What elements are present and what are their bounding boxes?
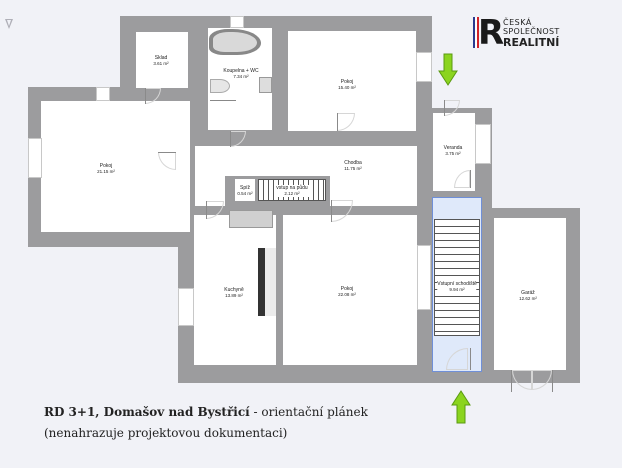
- window: [28, 138, 42, 178]
- entrance-arrow-down-icon: [438, 53, 458, 87]
- room-spiz: [235, 179, 255, 201]
- property-title: RD 3+1, Domašov nad Bystřicí: [44, 405, 250, 419]
- stairs-entrance: [434, 219, 480, 336]
- window: [96, 87, 110, 101]
- garage-door: [512, 370, 532, 390]
- toilet-icon: [210, 79, 230, 93]
- logo-r-icon: R: [478, 13, 505, 53]
- logo-line1: ČESKÁ: [503, 18, 532, 27]
- kitchen-counter-top: [229, 210, 273, 228]
- window: [475, 124, 491, 164]
- logo-line2: SPOLEČNOST: [503, 27, 560, 36]
- room-garaz: [494, 218, 566, 370]
- room-sklad: [136, 32, 188, 88]
- logo-stripes: [473, 17, 479, 48]
- plan-caption-line2: (nenahrazuje projektovou dokumentaci): [44, 426, 288, 440]
- plan-caption-line1: RD 3+1, Domašov nad Bystřicí - orientačn…: [44, 405, 368, 419]
- garage-door: [532, 370, 552, 390]
- room-pokoj-22: [283, 215, 417, 365]
- entrance-arrow-up-icon: [451, 390, 471, 424]
- logo-line3: REALITNÍ: [503, 36, 560, 49]
- window: [230, 16, 244, 28]
- room-chodba: [195, 146, 417, 176]
- window: [178, 288, 194, 326]
- company-logo: R ČESKÁ SPOLEČNOST REALITNÍ: [470, 16, 610, 50]
- window: [417, 245, 431, 310]
- caption-suffix: - orientační plánek: [249, 405, 368, 419]
- window: [416, 52, 432, 82]
- sink-icon: [259, 77, 272, 93]
- north-arrow-icon: [5, 16, 13, 29]
